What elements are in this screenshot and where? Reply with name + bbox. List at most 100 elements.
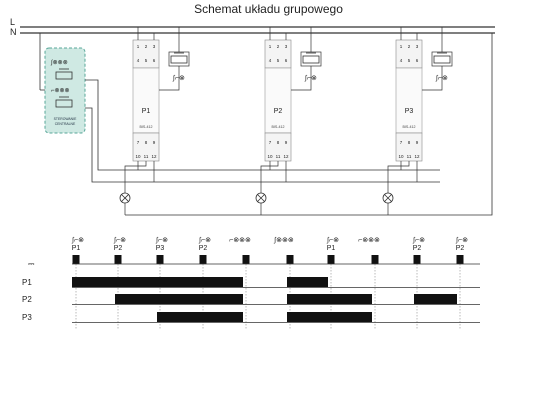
button-return xyxy=(159,66,180,91)
relay-name: P2 xyxy=(274,108,283,115)
button-return xyxy=(422,66,443,91)
relay-body xyxy=(264,67,292,134)
relay-terminal-label: 9 xyxy=(153,140,156,145)
relay-terminal-label: 9 xyxy=(285,140,288,145)
timing-row-p3: P3 xyxy=(22,312,480,323)
relay-bottom-block xyxy=(264,132,292,162)
relay-terminal-label: 3 xyxy=(153,44,156,49)
line-n-label: N xyxy=(10,27,17,37)
relay-terminal-label: 12 xyxy=(151,154,157,159)
relay-terminal-label: 8 xyxy=(408,140,411,145)
timing-event-label: P1 xyxy=(72,245,81,252)
relay-terminal-label: 6 xyxy=(153,58,156,63)
relay-terminal-label: 2 xyxy=(408,44,411,49)
relay-terminal-label: 12 xyxy=(283,154,289,159)
timing-event-label: P2 xyxy=(114,245,123,252)
timing-event-symbol: ∫⊗⊗⊗ xyxy=(273,237,294,244)
relay-body xyxy=(395,67,423,134)
central-off-symbol: ⌐⊗⊗⊗ xyxy=(51,88,70,94)
relay-terminal-label: 5 xyxy=(408,58,411,63)
timing-row-p2: P2 xyxy=(22,294,480,305)
relay-bottom-block xyxy=(395,132,423,162)
local-button-frame xyxy=(300,51,322,67)
lamp-cross-b xyxy=(121,194,129,202)
central-off-button-body xyxy=(55,99,73,108)
relay-model: BIS-412 xyxy=(272,125,285,129)
relay-terminal-label: 10 xyxy=(267,154,273,159)
central-off-bus xyxy=(85,107,440,183)
relay-terminal-label: 2 xyxy=(145,44,148,49)
timing-pulse xyxy=(286,255,294,264)
relay-terminal-label: 2 xyxy=(277,44,280,49)
timing-event-label: P3 xyxy=(156,245,165,252)
lamp-wire xyxy=(387,161,410,193)
relay-terminal-label: 11 xyxy=(276,154,281,159)
relay-model: BIS-412 xyxy=(140,125,153,129)
relay-terminal-label: 10 xyxy=(398,154,404,159)
central-box-label-2: CENTRALNE xyxy=(55,122,76,126)
timing-on-bar xyxy=(414,294,457,304)
timing-event: ⌐⊗⊗⊗ xyxy=(229,237,251,330)
relay-body xyxy=(132,67,160,134)
timing-event-symbol: ∫⌐⊗ xyxy=(326,237,339,244)
relay-terminal-label: 3 xyxy=(285,44,288,49)
timing-event-label: P2 xyxy=(199,245,208,252)
relay-terminal-label: 12 xyxy=(414,154,420,159)
timing-event: ∫⌐⊗P2 xyxy=(455,237,468,330)
timing-row-p1: P1 xyxy=(22,277,480,288)
timing-event-symbol: ∫⌐⊗ xyxy=(455,237,468,244)
diagram-title: Schemat układu grupowego xyxy=(194,2,343,16)
timing-event-label: P2 xyxy=(456,245,465,252)
timing-event-symbol: ∫⌐⊗ xyxy=(155,237,168,244)
relay-terminal-label: 10 xyxy=(135,154,141,159)
timing-event-symbol: ∫⌐⊗ xyxy=(198,237,211,244)
relay-terminal-label: 11 xyxy=(144,154,149,159)
timing-event: ⌐⊗⊗⊗ xyxy=(358,237,380,330)
timing-event-symbol: ⌐⊗⊗⊗ xyxy=(358,237,380,244)
timing-on-bar xyxy=(287,312,372,322)
relay-terminal-label: 3 xyxy=(416,44,419,49)
lamp-cross-b xyxy=(384,194,392,202)
timing-on-bar xyxy=(287,277,328,287)
local-button-body xyxy=(433,55,451,64)
relay-top-block xyxy=(132,39,160,69)
timing-row-label: P2 xyxy=(22,295,32,304)
timing-on-bar xyxy=(157,312,243,322)
central-control-box xyxy=(44,47,86,134)
relay-top-block xyxy=(395,39,423,69)
local-button-symbol: ∫⌐⊗ xyxy=(304,75,317,82)
central-on-button-body xyxy=(55,71,73,80)
local-button-symbol: ∫⌐⊗ xyxy=(435,75,448,82)
local-button-body xyxy=(302,55,320,64)
relay-terminal-label: 4 xyxy=(400,58,403,63)
timing-on-bar xyxy=(115,294,243,304)
lamp-neutral-return xyxy=(125,33,493,216)
relay-terminal-label: 8 xyxy=(145,140,148,145)
lamp-cross-b xyxy=(257,194,265,202)
relay-top-block xyxy=(264,39,292,69)
timing-chart: ∫⌐⊗P1∫⌐⊗P2∫⌐⊗P3∫⌐⊗P2⌐⊗⊗⊗∫⊗⊗⊗∫⌐⊗P1⌐⊗⊗⊗∫⌐⊗… xyxy=(22,237,480,330)
local-button-frame xyxy=(431,51,453,67)
timing-event-label: P1 xyxy=(327,245,336,252)
timing-on-bar xyxy=(72,277,243,287)
pulse-row-icon: ⎓ xyxy=(28,259,35,268)
timing-event-symbol: ⌐⊗⊗⊗ xyxy=(229,237,251,244)
relay-name: P1 xyxy=(142,108,151,115)
timing-event: ∫⌐⊗P1 xyxy=(71,237,84,330)
relay-terminal-label: 1 xyxy=(400,44,403,49)
relay-terminal-label: 1 xyxy=(137,44,140,49)
relay-terminal-label: 4 xyxy=(269,58,272,63)
relay-terminal-label: 11 xyxy=(407,154,412,159)
lamp-wire xyxy=(124,161,147,193)
timing-row-label: P3 xyxy=(22,313,32,322)
timing-pulse xyxy=(242,255,250,264)
relay-terminal-label: 6 xyxy=(416,58,419,63)
timing-row-label: P1 xyxy=(22,278,32,287)
relay-terminal-label: 8 xyxy=(277,140,280,145)
